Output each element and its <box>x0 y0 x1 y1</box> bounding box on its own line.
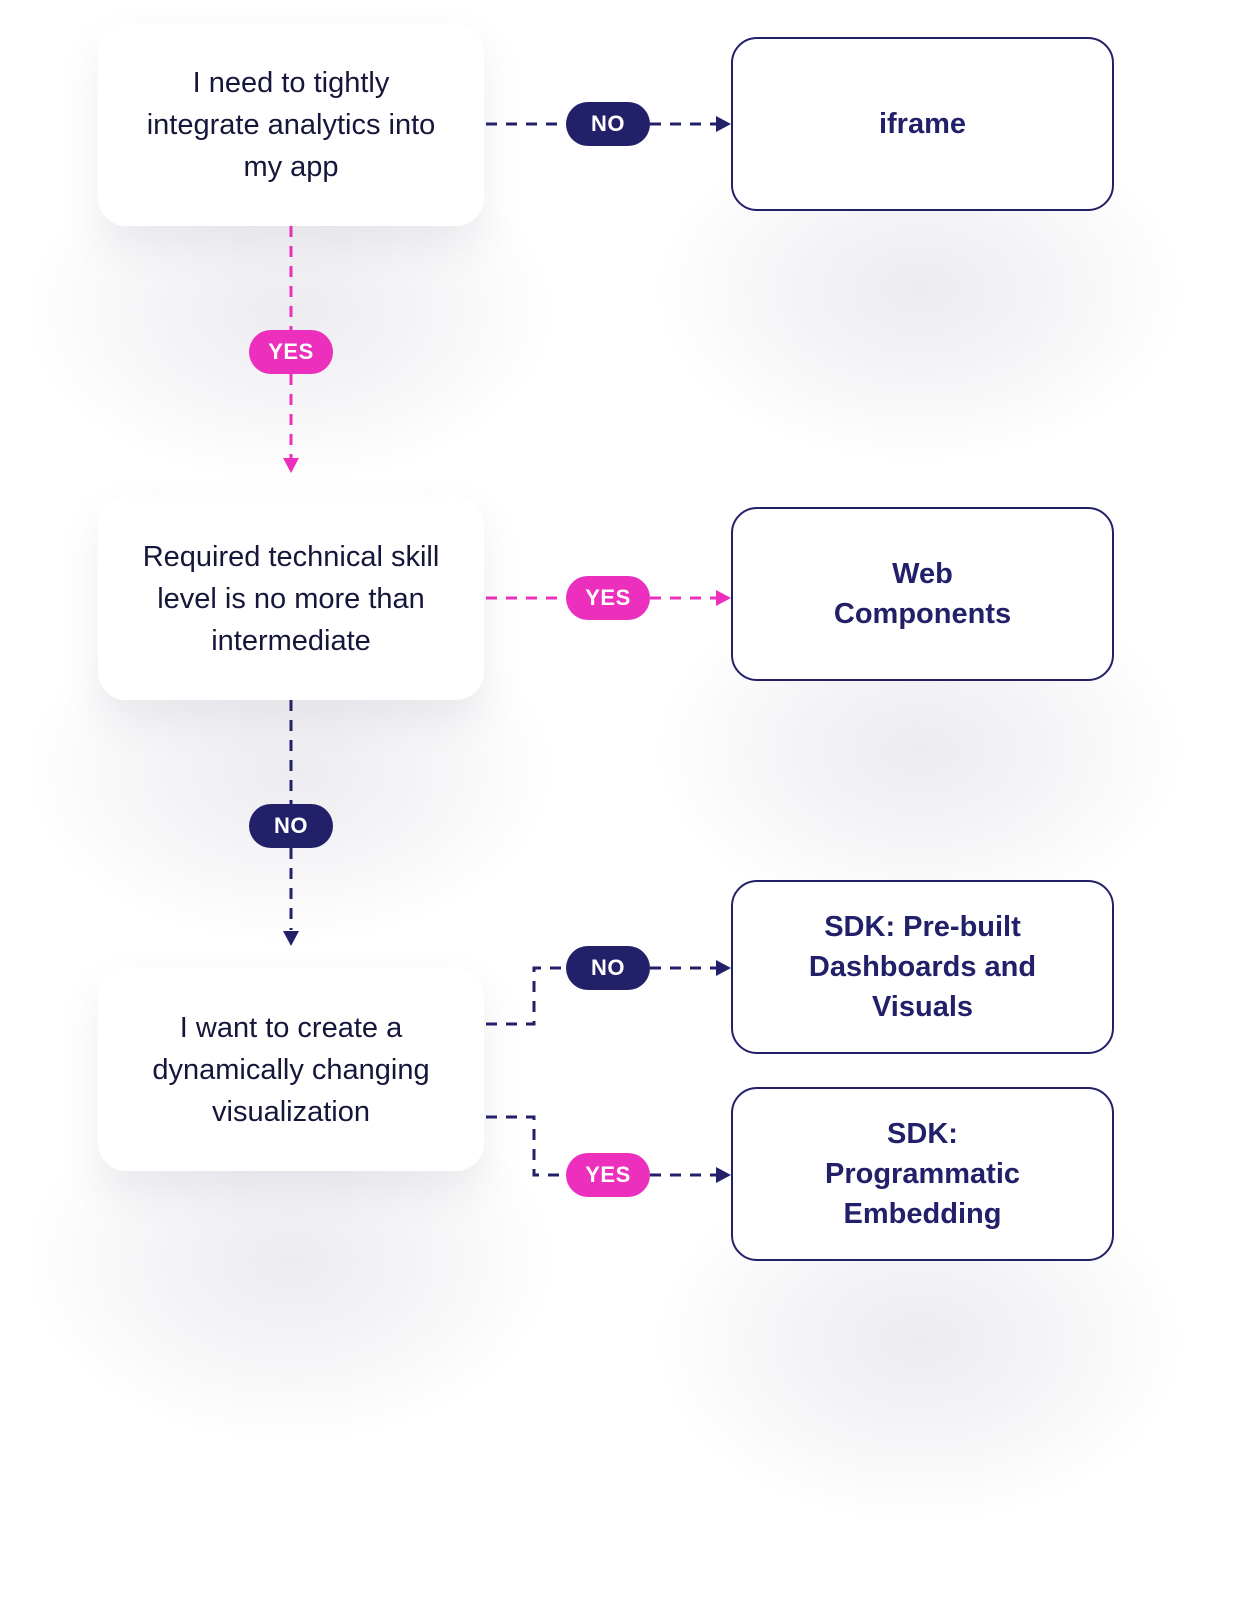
label-no: NO <box>566 102 650 146</box>
arrowhead <box>716 1167 731 1183</box>
question-text: I need to tightly integrate analytics in… <box>146 67 436 183</box>
arrowhead <box>283 458 299 473</box>
answer-box-sdk-prebuilt: SDK: Pre-built Dashboards and Visuals <box>731 880 1114 1054</box>
label-yes: YES <box>249 330 333 374</box>
answer-box-iframe: iframe <box>731 37 1114 211</box>
answer-text: iframe <box>878 108 967 140</box>
answer-text: SDK: Pre-built Dashboards and Visuals <box>808 911 1037 1023</box>
label-yes: YES <box>566 1153 650 1197</box>
label-yes: YES <box>566 576 650 620</box>
answer-box-sdk-programmatic: SDK: Programmatic Embedding <box>731 1087 1114 1261</box>
question-text: I want to create a dynamically changing … <box>152 1011 430 1128</box>
answer-box-web-components: Web Components <box>731 507 1114 681</box>
connector-q3-to-programmatic <box>486 1115 718 1177</box>
label-no: NO <box>566 946 650 990</box>
question-box-integrate: I need to tightly integrate analytics in… <box>98 24 484 226</box>
arrowhead <box>716 960 731 976</box>
arrowhead <box>716 590 731 606</box>
arrowhead <box>283 931 299 946</box>
connector-q3-to-prebuilt <box>486 966 718 1026</box>
answer-text: Web Components <box>833 558 1012 630</box>
arrowhead <box>716 116 731 132</box>
question-text: Required technical skill level is no mor… <box>142 540 440 657</box>
label-no: NO <box>249 804 333 848</box>
question-box-skill-level: Required technical skill level is no mor… <box>98 497 484 700</box>
question-box-dynamic-visualization: I want to create a dynamically changing … <box>98 968 484 1171</box>
answer-text: SDK: Programmatic Embedding <box>824 1118 1020 1230</box>
